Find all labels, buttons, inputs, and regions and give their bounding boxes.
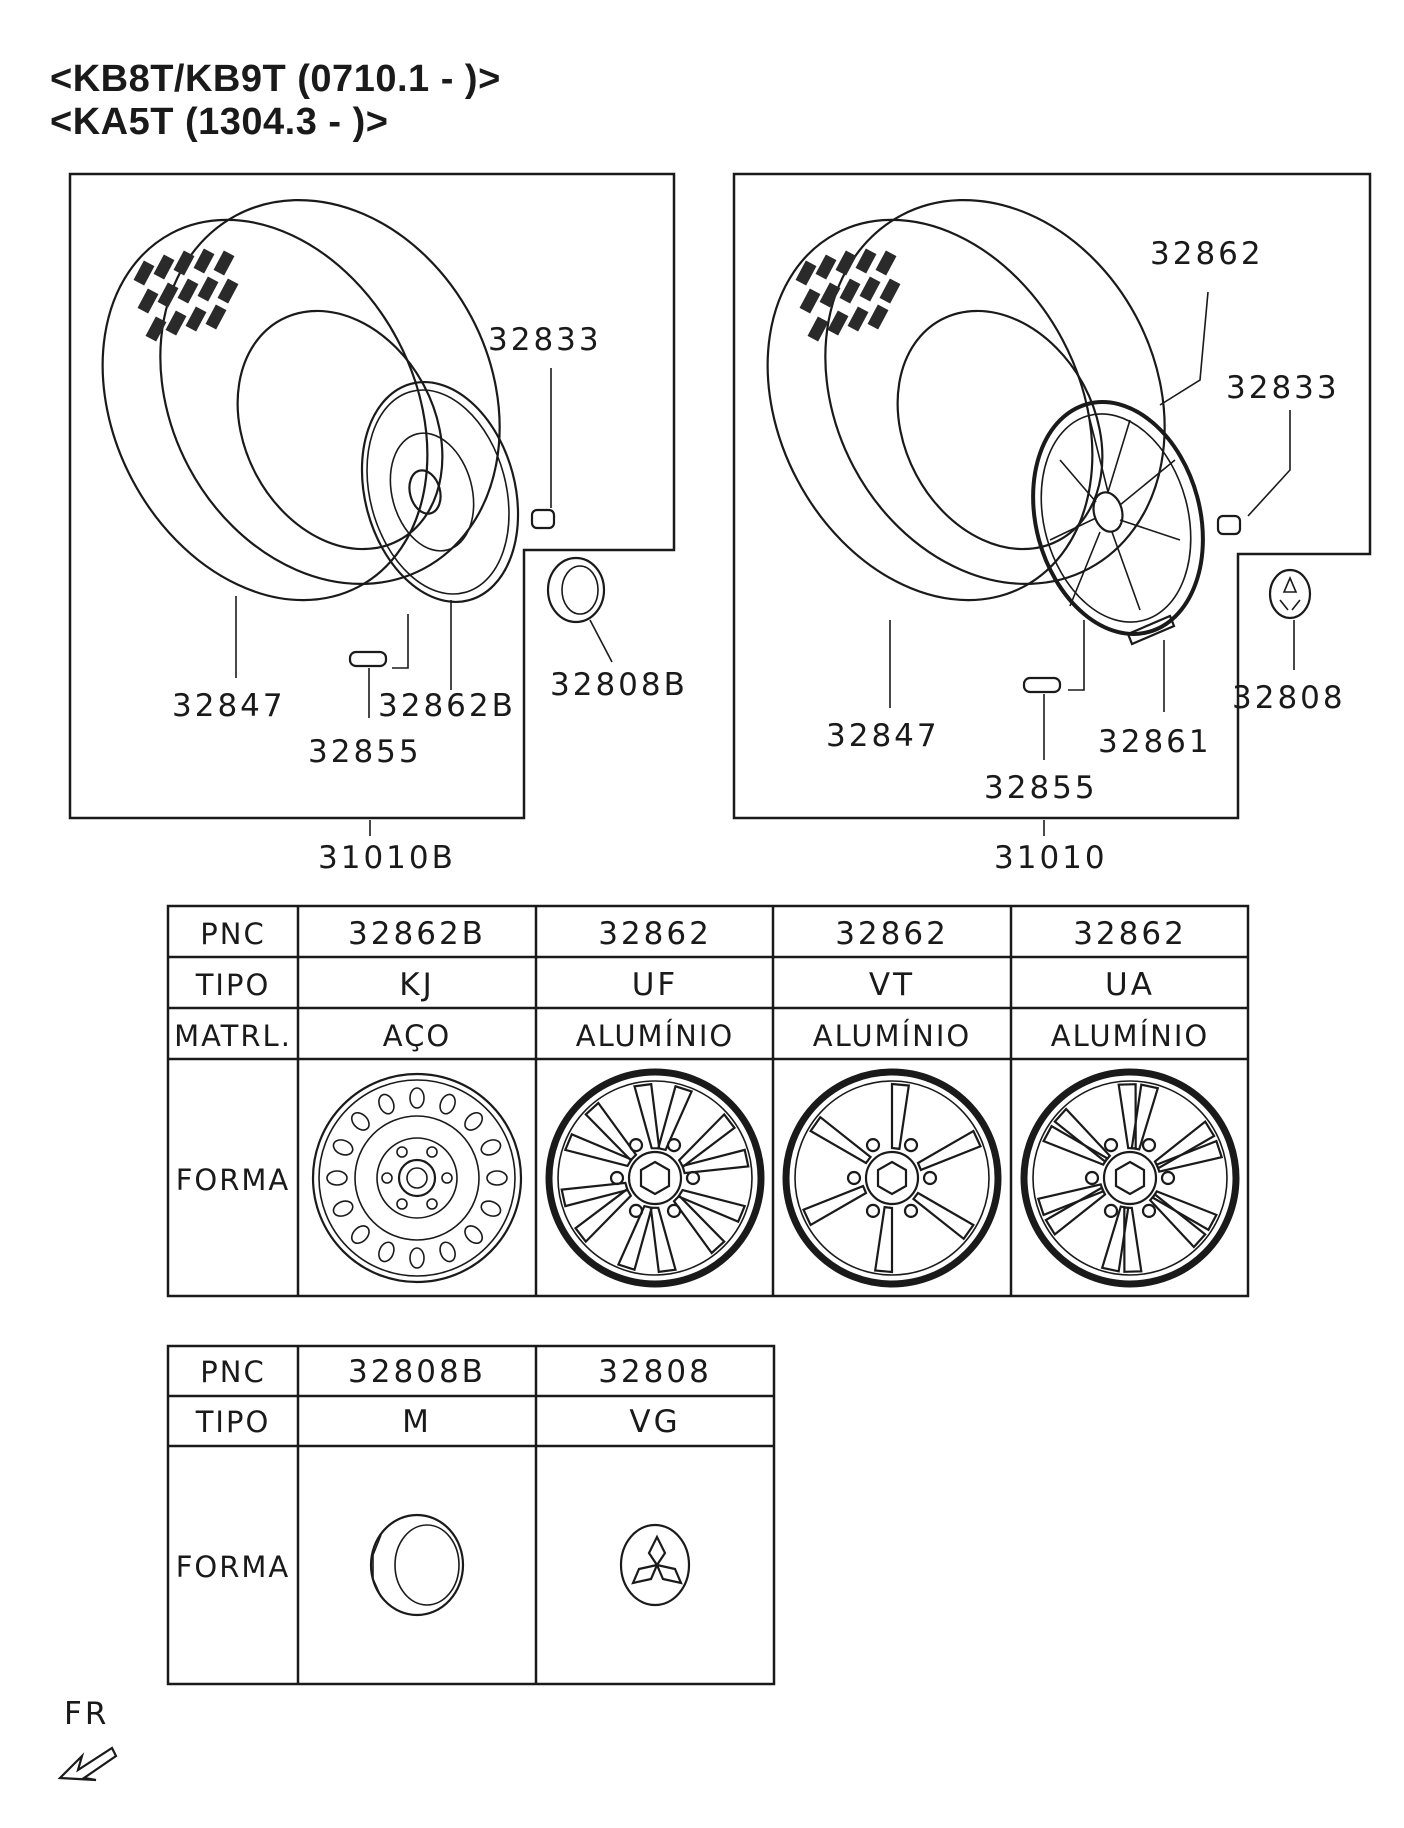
cell-pnc-3: 32862 xyxy=(835,916,949,952)
assembly-code-31010B: 31010B xyxy=(318,840,456,876)
cell-pnc-4: 32862 xyxy=(1073,916,1187,952)
front-arrow-icon xyxy=(57,1746,118,1782)
callout-32855-right: 32855 xyxy=(984,770,1098,806)
callout-32861: 32861 xyxy=(1098,724,1212,760)
fr-label: FR xyxy=(64,1696,109,1732)
valve-stem-icon xyxy=(1022,676,1062,694)
callout-32862: 32862 xyxy=(1150,236,1264,272)
hex-cap-icon xyxy=(369,1513,465,1617)
cell-tipo-1: KJ xyxy=(399,967,434,1003)
cell-matrl-4: ALUMÍNIO xyxy=(1051,1019,1209,1053)
hex-cap-drawing-icon xyxy=(546,556,606,624)
cell-tipo-4: UA xyxy=(1105,967,1155,1003)
alloy-wheel-vt-icon xyxy=(786,1072,998,1284)
row-header-tipo: TIPO xyxy=(195,968,271,1002)
wheel-nut-icon xyxy=(1216,514,1242,536)
cell-matrl-3: ALUMÍNIO xyxy=(813,1019,971,1053)
row-header-forma: FORMA xyxy=(176,1163,291,1197)
right-assembly-frame xyxy=(732,172,1372,820)
cap-row-header-forma: FORMA xyxy=(176,1550,291,1584)
right-assembly: 32862 32833 32808 32861 32847 32855 3101… xyxy=(732,172,1372,876)
cap-cell-tipo-1: M xyxy=(402,1404,432,1440)
wheel-table: PNC TIPO MATRL. FORMA 32862B 32862 32862… xyxy=(166,904,1250,1298)
callout-32833-left: 32833 xyxy=(488,322,602,358)
callout-32855-left: 32855 xyxy=(308,734,422,770)
row-header-pnc: PNC xyxy=(200,917,265,951)
balance-weight-icon xyxy=(1126,614,1176,646)
row-header-matrl: MATRL. xyxy=(174,1019,292,1053)
callout-32833-right: 32833 xyxy=(1226,370,1340,406)
cell-tipo-2: UF xyxy=(632,967,679,1003)
callout-32808: 32808 xyxy=(1232,680,1346,716)
left-assembly-frame xyxy=(68,172,676,820)
cell-pnc-1: 32862B xyxy=(348,916,486,952)
steel-tire-drawing xyxy=(101,198,520,604)
header-model-line-1: <KB8T/KB9T (0710.1 - )> xyxy=(50,58,501,100)
alloy-wheel-ua-icon xyxy=(1024,1072,1236,1284)
cell-matrl-2: ALUMÍNIO xyxy=(576,1019,734,1053)
steel-wheel-icon xyxy=(311,1072,523,1284)
callout-32847-right: 32847 xyxy=(826,718,940,754)
wheel-nut-icon xyxy=(530,508,556,530)
callout-32808B: 32808B xyxy=(550,667,688,703)
cell-matrl-1: AÇO xyxy=(383,1019,451,1053)
cap-cell-tipo-2: VG xyxy=(629,1404,680,1440)
header-model-line-2: <KA5T (1304.3 - )> xyxy=(50,101,389,143)
callout-32862B: 32862B xyxy=(378,688,516,724)
callout-32847-left: 32847 xyxy=(172,688,286,724)
emblem-cap-icon xyxy=(619,1523,691,1607)
cap-cell-pnc-1: 32808B xyxy=(348,1354,486,1390)
alloy-wheel-uf-icon xyxy=(549,1072,761,1284)
cell-tipo-3: VT xyxy=(869,967,915,1003)
assembly-code-31010: 31010 xyxy=(994,840,1108,876)
cap-row-header-pnc: PNC xyxy=(200,1355,265,1389)
cell-pnc-2: 32862 xyxy=(598,916,712,952)
cap-cell-pnc-2: 32808 xyxy=(598,1354,712,1390)
left-assembly: 32833 32808B 32847 32862B 32855 31010B xyxy=(68,172,688,876)
alloy-tire-drawing xyxy=(766,198,1205,636)
cap-row-header-tipo: TIPO xyxy=(195,1405,271,1439)
valve-stem-icon xyxy=(348,650,388,668)
cap-table: PNC TIPO FORMA 32808B 32808 M VG xyxy=(166,1344,776,1686)
orientation-marker: FR xyxy=(57,1696,118,1782)
emblem-cap-drawing-icon xyxy=(1268,568,1312,620)
